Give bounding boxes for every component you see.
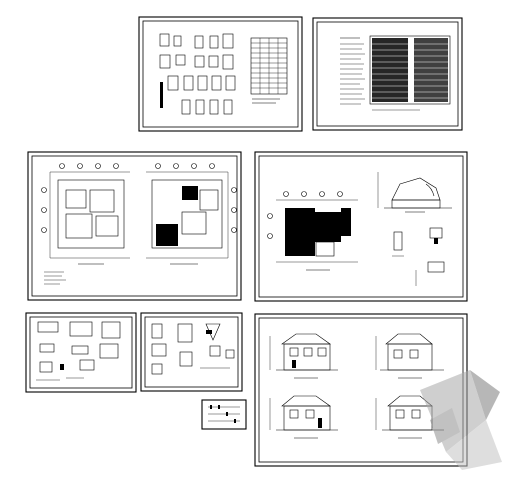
sheet-floor-plans[interactable] [27, 151, 242, 301]
details-b-drawings [151, 323, 235, 375]
roof-plan [267, 191, 358, 271]
notes-text-block [340, 37, 365, 105]
watermark-logo [420, 370, 502, 470]
sheet-roof-plan-section[interactable] [254, 151, 468, 302]
sheet-detail-index[interactable] [138, 16, 303, 132]
sheet-details-b[interactable] [140, 312, 243, 392]
legend-symbols [208, 405, 240, 423]
detail-drawings-group [159, 33, 236, 115]
schedule-table-dense [369, 35, 451, 111]
details-a-drawings [36, 321, 121, 381]
sheet-details-a[interactable] [25, 312, 137, 393]
elevation-rear [375, 333, 444, 379]
sheet-elevations[interactable] [254, 313, 468, 467]
sheet-legend[interactable] [201, 399, 247, 430]
elevation-front [269, 333, 338, 379]
door-window-schedule-table [250, 37, 288, 104]
elevation-left [269, 395, 338, 439]
section-details [392, 227, 445, 286]
building-section [377, 172, 452, 213]
sheet-design-notes[interactable] [312, 17, 463, 131]
floor-plan-second [146, 163, 237, 265]
floor-plan-first [41, 163, 130, 285]
